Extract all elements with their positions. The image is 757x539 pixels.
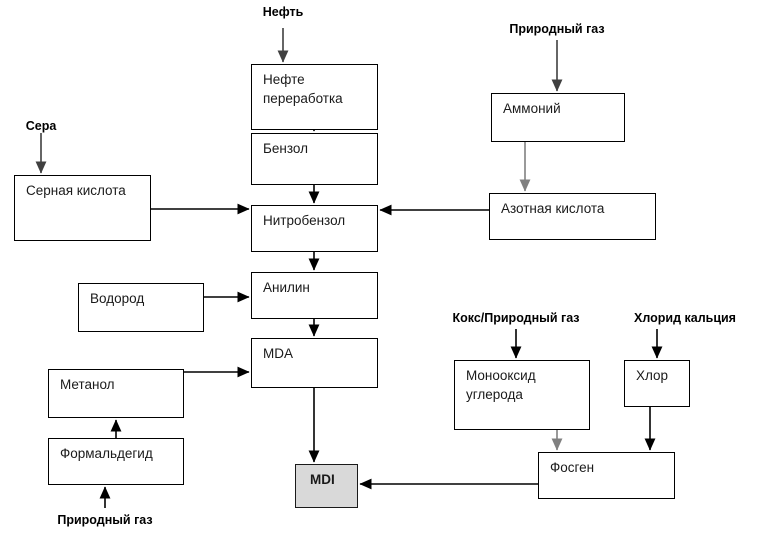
input-label-feed-natural-gas-2: Природный газ: [57, 513, 153, 527]
process-box-mda[interactable]: MDA: [251, 338, 378, 388]
process-box-ammonium[interactable]: Аммоний: [491, 93, 625, 142]
process-box-benzene[interactable]: Бензол: [251, 133, 378, 185]
input-label-feed-sulfur: Сера: [25, 119, 57, 133]
process-box-sulfuric-acid[interactable]: Серная кислота: [14, 175, 151, 241]
process-box-nitric-acid[interactable]: Азотная кислота: [489, 193, 656, 240]
process-box-carbon-monoxide[interactable]: Монооксид углерода: [454, 360, 590, 430]
process-box-hydrogen[interactable]: Водород: [78, 283, 204, 332]
process-box-methanol[interactable]: Метанол: [48, 369, 184, 418]
process-box-mdi[interactable]: MDI: [295, 464, 358, 508]
input-label-feed-natural-gas-1: Природный газ: [509, 22, 605, 36]
process-box-nitrobenzene[interactable]: Нитробензол: [251, 205, 378, 252]
process-box-phosgene[interactable]: Фосген: [538, 452, 675, 499]
process-box-formaldehyde[interactable]: Формальдегид: [48, 438, 184, 485]
process-box-oil-refining[interactable]: Нефте переработка: [251, 64, 378, 130]
process-box-aniline[interactable]: Анилин: [251, 272, 378, 319]
process-box-chlorine[interactable]: Хлор: [624, 360, 690, 407]
input-label-feed-calcium-chloride: Хлорид кальция: [634, 311, 736, 325]
input-label-feed-coke-gas: Кокс/Природный газ: [452, 311, 580, 325]
input-label-feed-oil: Нефть: [262, 5, 304, 19]
